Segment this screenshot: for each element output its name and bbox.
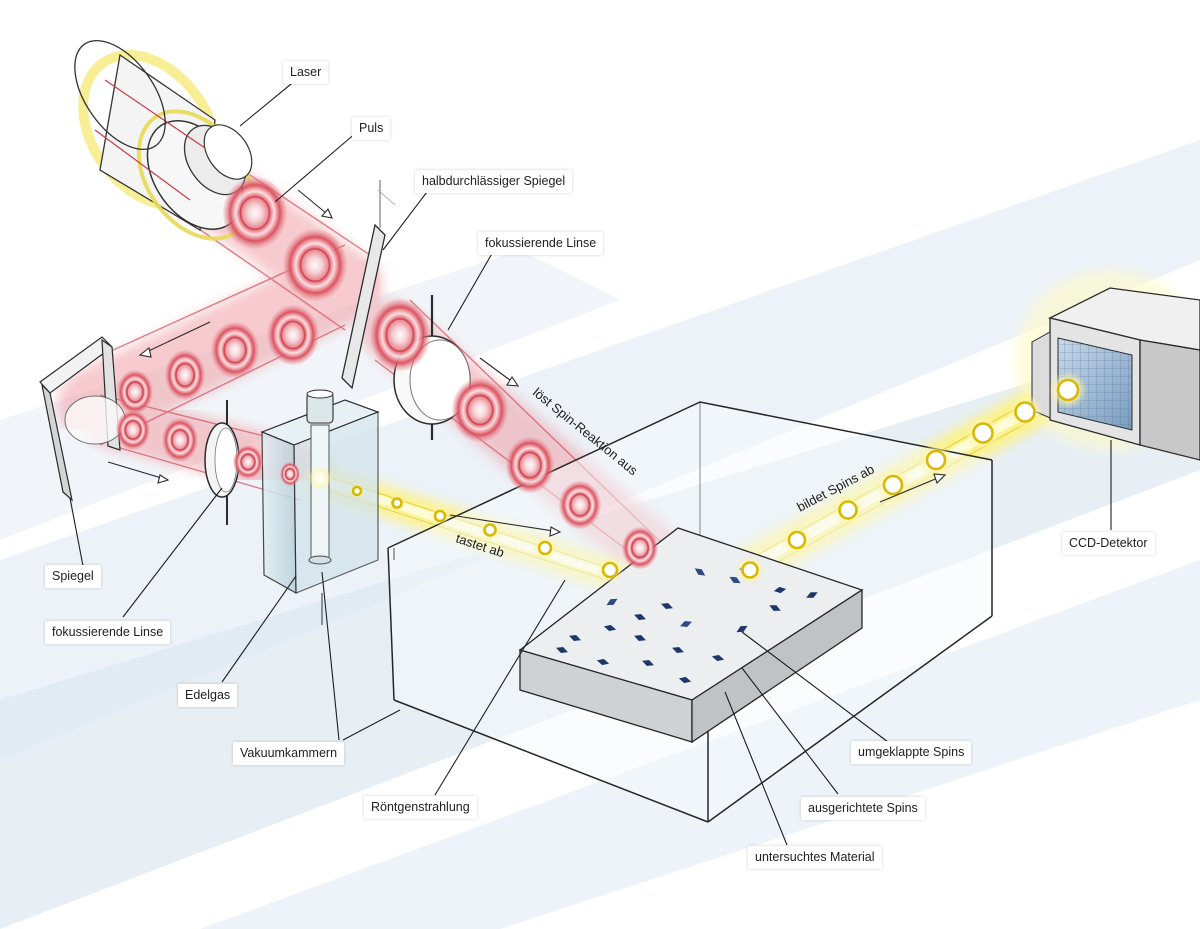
leader-lines bbox=[69, 74, 1112, 846]
spin-aligned-marker bbox=[554, 646, 570, 654]
spin-aligned-marker bbox=[567, 634, 583, 642]
spin-aligned-marker bbox=[735, 625, 749, 633]
yellow-ring bbox=[351, 485, 363, 497]
label-fokussierende-linse-top: fokussierende Linse bbox=[478, 232, 604, 255]
label-fokussierende-linse-left: fokussierende Linse bbox=[45, 621, 171, 644]
red-pulse-core bbox=[631, 537, 649, 559]
red-pulse-core bbox=[126, 381, 144, 403]
red-pulse-disc bbox=[452, 378, 508, 442]
spin-aligned-marker bbox=[805, 591, 819, 599]
red-pulse-core bbox=[171, 429, 189, 451]
red-pulse-disc bbox=[506, 437, 554, 493]
red-pulse-disc bbox=[211, 322, 259, 378]
red-pulse-disc bbox=[280, 462, 300, 486]
yellow-ring bbox=[972, 422, 994, 444]
spin-flipped-marker bbox=[605, 598, 619, 606]
spin-flipped-marker bbox=[728, 576, 742, 584]
halfmirror-device bbox=[341, 180, 396, 390]
yellow-ring bbox=[925, 449, 947, 471]
red-pulse-disc bbox=[165, 350, 205, 400]
red-pulse-disc bbox=[622, 527, 658, 569]
yellow-ring bbox=[787, 530, 807, 550]
red-pulse-disc bbox=[233, 445, 263, 479]
yellow-ring bbox=[838, 500, 858, 520]
red-pulse-disc bbox=[116, 410, 150, 450]
red-pulse-core bbox=[175, 362, 195, 388]
red-pulse-disc bbox=[559, 481, 601, 529]
red-pulse-core bbox=[240, 453, 256, 471]
direction-arrows bbox=[107, 189, 947, 537]
spin-aligned-marker bbox=[670, 646, 686, 654]
spin-flipped-marker bbox=[678, 620, 694, 628]
spin-aligned-marker bbox=[640, 659, 656, 667]
red-pulse-core bbox=[569, 493, 591, 517]
red-pulse-core bbox=[385, 317, 415, 352]
yellow-ring bbox=[601, 561, 619, 579]
material-slab bbox=[518, 527, 864, 744]
red-pulse-core bbox=[284, 467, 296, 481]
spin-aligned-marker bbox=[659, 602, 675, 610]
spin-aligned-marker bbox=[632, 613, 648, 621]
yellow-ring bbox=[537, 540, 553, 556]
yellow-ring bbox=[1014, 401, 1036, 423]
red-pulse-disc bbox=[162, 418, 198, 462]
red-pulse-core bbox=[518, 451, 542, 479]
yellow-ring bbox=[882, 474, 904, 496]
red-pulse-disc bbox=[283, 229, 347, 301]
yellow-ring bbox=[741, 561, 759, 579]
label-spiegel: Spiegel bbox=[45, 565, 101, 588]
red-pulse-core bbox=[239, 196, 271, 231]
ccd-detector bbox=[1015, 270, 1200, 461]
label-edelgas: Edelgas bbox=[178, 684, 238, 707]
spin-aligned-marker bbox=[602, 624, 618, 632]
yellow-ring bbox=[1056, 378, 1080, 402]
red-pulse-disc bbox=[117, 370, 153, 414]
spin-aligned-marker bbox=[677, 676, 693, 684]
red-pulse-disc bbox=[223, 177, 287, 249]
red-pulse-disc bbox=[370, 299, 430, 371]
label-laser: Laser bbox=[283, 61, 329, 84]
red-pulse-core bbox=[299, 248, 331, 283]
label-ausgerichtete-spins: ausgerichtete Spins bbox=[801, 797, 925, 820]
label-vakuumkammern: Vakuumkammern bbox=[233, 742, 345, 765]
left-lens-device bbox=[204, 400, 240, 525]
spin-aligned-marker bbox=[632, 634, 648, 642]
yellow-ring bbox=[483, 523, 497, 537]
spin-flipped-marker bbox=[693, 567, 707, 577]
spin-aligned-marker bbox=[768, 604, 782, 612]
label-roentgenstrahlung: Röntgenstrahlung bbox=[364, 796, 477, 819]
label-untersuchtes-material: untersuchtes Material bbox=[748, 846, 882, 869]
label-ccd-detektor: CCD-Detektor bbox=[1062, 532, 1155, 555]
red-pulse-core bbox=[280, 320, 306, 350]
spin-markers bbox=[554, 566, 819, 684]
yellow-ring-markers bbox=[349, 371, 1087, 585]
label-umgeklappte-spins: umgeklappte Spins bbox=[851, 741, 972, 764]
red-pulse-disc bbox=[267, 305, 319, 365]
spin-aligned-marker bbox=[595, 658, 611, 666]
red-pulse-core bbox=[466, 394, 494, 426]
laser-device bbox=[74, 39, 254, 241]
red-pulse-core bbox=[124, 420, 142, 440]
spin-aligned-marker bbox=[772, 586, 788, 594]
red-pulse-core bbox=[223, 336, 247, 364]
label-puls: Puls bbox=[352, 117, 391, 140]
spin-aligned-marker bbox=[710, 654, 726, 662]
label-halbdurchlaessiger-spiegel: halbdurchlässiger Spiegel bbox=[415, 170, 573, 193]
yellow-ring bbox=[391, 497, 403, 509]
left-mirror-device bbox=[39, 336, 126, 502]
red-pulse-discs bbox=[116, 177, 658, 569]
yellow-ring bbox=[433, 509, 447, 523]
